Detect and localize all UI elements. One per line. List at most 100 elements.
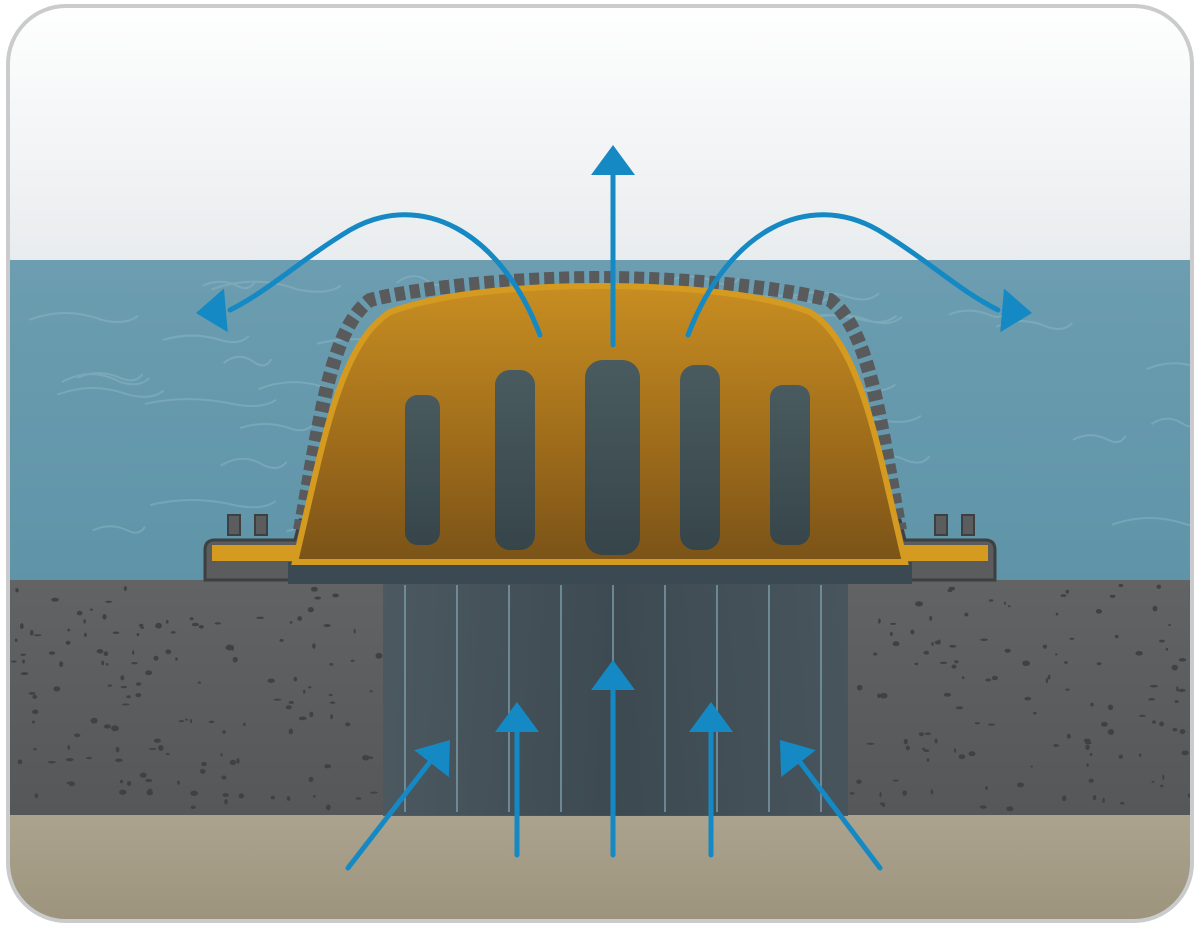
speckle xyxy=(930,789,934,795)
speckle xyxy=(1045,677,1048,684)
diagram-border xyxy=(6,4,1194,923)
speckle xyxy=(934,738,938,744)
speckle xyxy=(328,693,333,697)
speckle xyxy=(76,610,83,616)
dome-slot xyxy=(770,385,810,545)
speckle xyxy=(119,789,127,795)
speckle xyxy=(115,758,123,763)
speckle xyxy=(15,588,19,593)
speckle xyxy=(929,615,933,621)
speckle xyxy=(120,685,128,689)
speckle xyxy=(135,693,142,698)
ripple xyxy=(222,355,273,367)
speckle xyxy=(1168,623,1171,627)
speckle xyxy=(270,795,275,800)
speckle xyxy=(65,757,74,762)
speckle xyxy=(222,730,226,734)
speckle xyxy=(918,732,924,737)
speckle xyxy=(20,672,29,676)
speckle xyxy=(201,761,207,767)
speckle xyxy=(208,720,215,724)
speckle xyxy=(1178,658,1187,662)
speckle xyxy=(1024,696,1032,701)
speckle xyxy=(1171,664,1178,671)
speckle xyxy=(101,660,105,666)
speckle xyxy=(103,724,111,729)
speckle xyxy=(1092,795,1097,801)
speckle xyxy=(1174,700,1179,703)
speckle xyxy=(273,698,282,701)
flow-arrows xyxy=(196,145,1032,871)
speckle xyxy=(115,746,120,753)
dome-slot xyxy=(495,370,535,550)
ripple xyxy=(144,398,277,408)
speckle xyxy=(955,706,964,710)
speckle xyxy=(375,652,383,659)
speckle xyxy=(1084,741,1092,745)
speckle xyxy=(138,623,144,627)
outflow-arrowhead xyxy=(196,288,228,333)
outflow-arrow-shaft xyxy=(685,212,1001,338)
speckle xyxy=(1086,763,1089,768)
speckle xyxy=(856,684,863,691)
speckle xyxy=(165,619,169,624)
speckle xyxy=(924,732,932,735)
speckle xyxy=(14,638,18,642)
diagonal-flow-arrow-shaft xyxy=(345,759,433,871)
speckle xyxy=(890,622,897,625)
speckle xyxy=(1118,583,1124,588)
speckle xyxy=(302,689,306,694)
speckle xyxy=(1062,795,1067,802)
speckle xyxy=(866,742,875,745)
speckle xyxy=(123,586,127,592)
outflow-arrowhead xyxy=(591,145,635,175)
speckle xyxy=(308,686,312,689)
speckle xyxy=(980,638,988,642)
speckle xyxy=(1055,653,1058,656)
speckle xyxy=(65,640,71,645)
speckle xyxy=(1030,765,1033,768)
speckle xyxy=(59,661,64,668)
speckle xyxy=(1065,688,1070,691)
speckle xyxy=(330,714,334,720)
speckle xyxy=(968,751,976,757)
speckle xyxy=(1109,594,1116,598)
speckle xyxy=(1083,738,1091,743)
speckle xyxy=(988,599,994,602)
speckle xyxy=(923,650,930,655)
speckle xyxy=(147,788,153,794)
speckle xyxy=(1165,647,1169,651)
ripple xyxy=(1145,362,1192,373)
speckle xyxy=(1172,727,1178,732)
speckle xyxy=(32,694,38,699)
speckle xyxy=(220,753,223,757)
speckle xyxy=(222,793,229,797)
speckle xyxy=(0,694,3,696)
speckle xyxy=(954,660,959,664)
speckle xyxy=(1089,752,1093,756)
speckle xyxy=(1065,589,1070,594)
speckle xyxy=(33,634,42,637)
speckle xyxy=(120,675,125,681)
speckle xyxy=(20,653,26,656)
speckle xyxy=(293,676,298,682)
speckle xyxy=(921,747,926,750)
speckle xyxy=(923,749,930,752)
speckle xyxy=(1150,684,1158,688)
speckle xyxy=(297,616,303,621)
speckle xyxy=(149,747,157,750)
speckle xyxy=(126,781,132,786)
speckle xyxy=(1119,801,1125,805)
speckle xyxy=(1107,729,1115,736)
speckle xyxy=(238,793,245,799)
ripple xyxy=(92,525,146,534)
speckle xyxy=(943,692,952,697)
sand-layer xyxy=(8,815,1192,921)
speckle xyxy=(307,607,314,613)
speckle xyxy=(937,639,941,645)
speckle xyxy=(199,768,206,774)
ripple xyxy=(201,280,256,290)
speckle xyxy=(1152,605,1158,612)
speckle xyxy=(279,638,284,642)
speckle xyxy=(1042,644,1048,649)
